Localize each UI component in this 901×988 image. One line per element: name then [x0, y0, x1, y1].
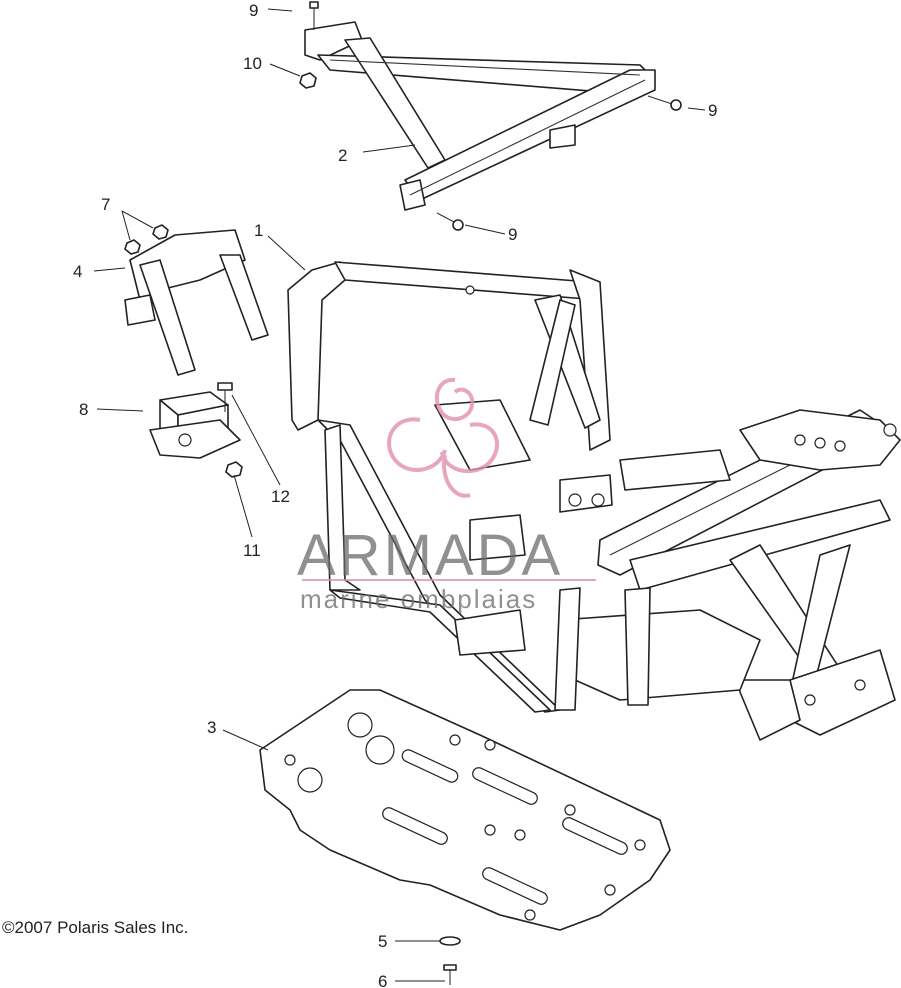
callout-3: 3 [207, 718, 216, 737]
watermark-tagline: marine ombplaias [300, 584, 537, 614]
callout-1: 1 [254, 221, 263, 240]
callout-11: 11 [243, 541, 261, 560]
watermark-brand: ARMADA [297, 523, 563, 588]
callout-6: 6 [378, 972, 387, 988]
armada-logo-icon [387, 377, 500, 498]
callout-9-right: 9 [708, 101, 717, 120]
armada-watermark: ARMADA marine ombplaias [297, 377, 596, 614]
part-3-skid-plate [259, 689, 671, 931]
callout-8: 8 [79, 400, 88, 419]
callout-12: 12 [271, 487, 290, 506]
callout-labels: 9 10 9 2 9 7 1 4 8 12 11 3 5 6 [73, 1, 717, 988]
part-2-cross-brace [304, 21, 656, 211]
part-1-main-frame [287, 261, 901, 741]
leader-lines [93, 8, 706, 982]
callout-2: 2 [338, 146, 347, 165]
hardware [124, 1, 682, 985]
callout-7: 7 [101, 195, 110, 214]
copyright-notice: ©2007 Polaris Sales Inc. [2, 918, 189, 937]
part-4-front-bracket [124, 229, 269, 376]
callout-5: 5 [378, 932, 387, 951]
callout-10: 10 [243, 54, 262, 73]
part-8-mount-block [149, 391, 241, 459]
callout-4: 4 [73, 262, 82, 281]
callout-9-lower: 9 [508, 225, 517, 244]
callout-9-top: 9 [249, 1, 258, 20]
